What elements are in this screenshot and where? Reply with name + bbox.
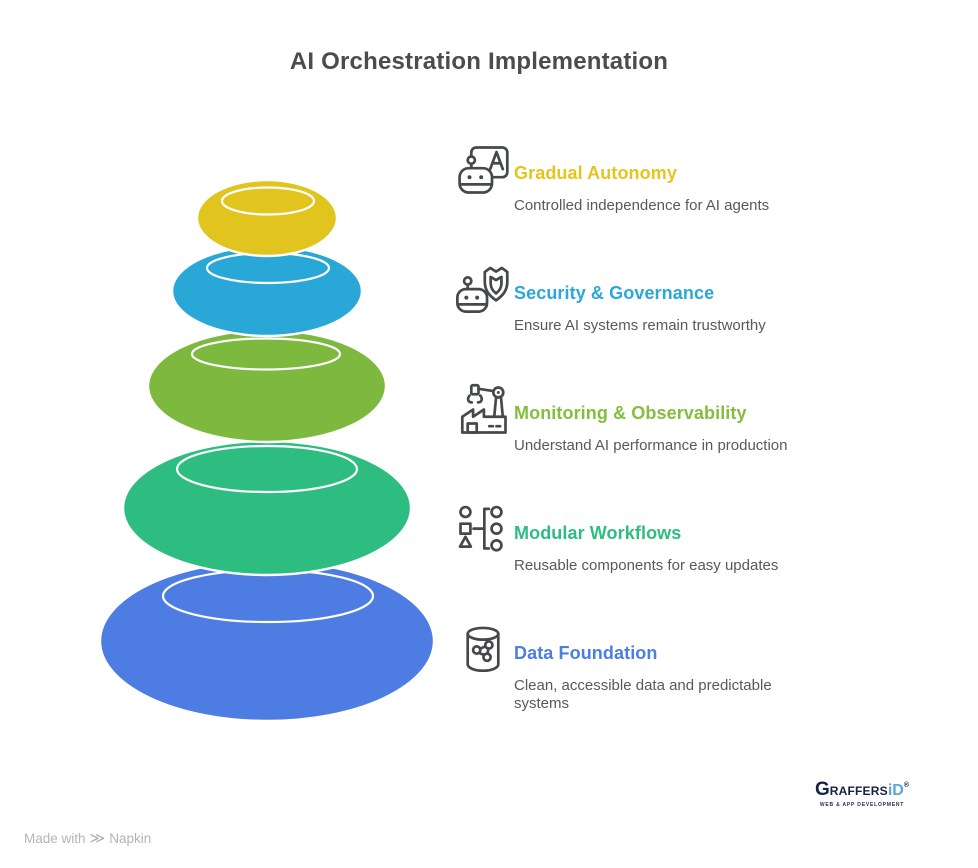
stack-level-modular-workflows (121, 439, 413, 577)
item-title: Gradual Autonomy (514, 163, 677, 183)
page-title: AI Orchestration Implementation (289, 48, 669, 75)
list-item-gradual-autonomy: Gradual Autonomy Controlled independence… (456, 143, 814, 215)
item-description: Ensure AI systems remain trustworthy (514, 317, 766, 334)
stone-top-ring (220, 186, 316, 216)
database-network-icon (456, 623, 514, 714)
item-description: Reusable components for easy updates (514, 557, 779, 574)
item-title: Monitoring & Observability (514, 403, 747, 423)
modular-shapes-icon (456, 503, 514, 575)
item-title: Security & Governance (514, 283, 715, 303)
robot-shield-icon (456, 263, 514, 335)
made-with-label: Made with (24, 831, 86, 846)
graffersid-tagline: WEB & APP DEVELOPMENT (819, 801, 905, 808)
item-description: Understand AI performance in production (514, 437, 788, 454)
pebble-stack-figure (98, 178, 436, 723)
item-description: Controlled independence for AI agents (514, 197, 770, 214)
robot-presentation-icon (456, 143, 514, 215)
graffersid-logo: GRAFFERSiD® WEB & APP DEVELOPMENT (810, 779, 914, 808)
stone-top-ring (175, 444, 359, 494)
factory-robot-arm-icon (456, 383, 514, 455)
item-title: Data Foundation (514, 643, 658, 663)
napkin-watermark: Made with ≫ Napkin (24, 831, 151, 846)
stack-level-monitoring-observability (146, 328, 388, 444)
item-description: Clean, accessible data and predictable s… (514, 677, 772, 713)
list-item-security-governance: Security & Governance Ensure AI systems … (456, 263, 814, 335)
graffersid-wordmark: GRAFFERSiD® (814, 779, 910, 800)
stone-top-ring (190, 337, 342, 371)
item-title: Modular Workflows (514, 523, 682, 543)
napkin-icon: ≫ (89, 830, 106, 847)
list-item-monitoring-observability: Monitoring & Observability Understand AI… (456, 383, 814, 455)
list-item-data-foundation: Data Foundation Clean, accessible data a… (456, 623, 814, 714)
napkin-brand-label: Napkin (109, 831, 152, 846)
stack-level-security-governance (170, 244, 364, 338)
stack-level-gradual-autonomy (195, 178, 339, 258)
stack-level-data-foundation (98, 559, 436, 723)
list-item-modular-workflows: Modular Workflows Reusable components fo… (456, 503, 814, 575)
